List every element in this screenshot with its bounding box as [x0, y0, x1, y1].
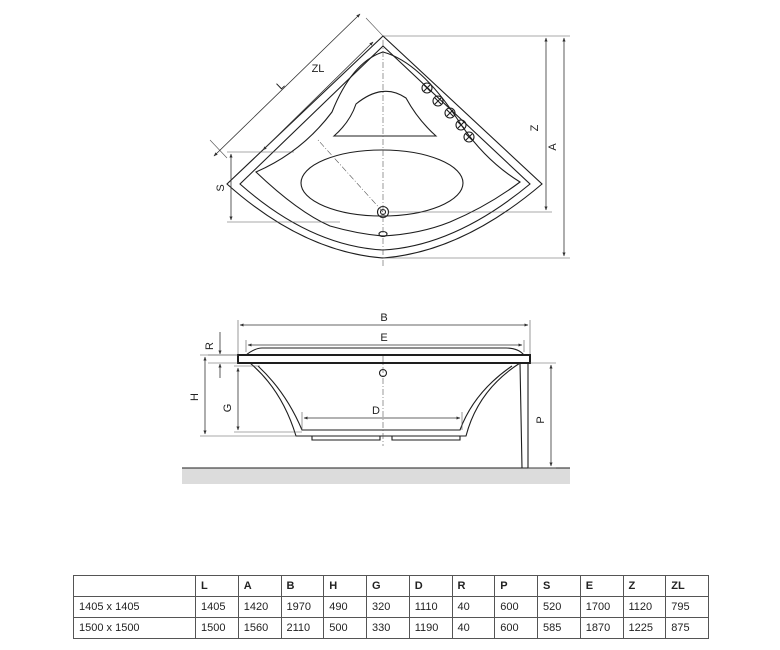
- table-cell: 1500: [195, 617, 239, 639]
- table-cell: 1870: [579, 617, 624, 639]
- dimensions-table: L A B H G D R P S E Z ZL 1405 x 1405 140…: [73, 575, 709, 639]
- table-cell: 1405: [195, 596, 239, 618]
- table-cell: 600: [494, 596, 538, 618]
- dim-line-ZL: [262, 41, 374, 151]
- dim-label-A: A: [547, 143, 559, 151]
- front-panel: [519, 362, 529, 469]
- table-cell: 600: [494, 617, 538, 639]
- table-cell: 1560: [237, 617, 282, 639]
- table-row: 1405 x 1405 1405 1420 1970 490 320 1110 …: [73, 596, 709, 618]
- column-header: ZL: [665, 575, 709, 597]
- column-header: Z: [622, 575, 667, 597]
- column-header: [73, 575, 196, 597]
- tub-feet: [311, 436, 461, 441]
- jet-icon: [421, 82, 433, 94]
- table-cell: 320: [366, 596, 410, 618]
- jet-icon: [463, 131, 475, 143]
- side-view: B E R H G D P: [182, 312, 570, 484]
- dim-label-D: D: [372, 405, 380, 417]
- column-header: H: [323, 575, 367, 597]
- column-header: G: [366, 575, 410, 597]
- dim-label-H: H: [189, 393, 201, 401]
- table-cell: 330: [366, 617, 410, 639]
- table-header-row: L A B H G D R P S E Z ZL: [73, 575, 709, 597]
- table-cell: 875: [665, 617, 709, 639]
- table-cell: 1970: [280, 596, 325, 618]
- table-cell: 1190: [408, 617, 453, 639]
- tub-outer-outline: [226, 35, 543, 259]
- headrest: [332, 90, 438, 137]
- table-cell: 40: [451, 617, 496, 639]
- column-header: R: [451, 575, 496, 597]
- table-cell: 1120: [622, 596, 667, 618]
- table-cell: 795: [665, 596, 709, 618]
- dim-label-ZL: ZL: [312, 63, 325, 75]
- column-header: B: [280, 575, 325, 597]
- tub-floor-oval: [300, 149, 464, 217]
- dim-label-G: G: [222, 404, 234, 413]
- dim-label-Z: Z: [529, 124, 541, 131]
- table-cell: 490: [323, 596, 367, 618]
- tub-rim-side: [237, 354, 531, 364]
- table-cell: 1225: [622, 617, 667, 639]
- column-header: P: [494, 575, 538, 597]
- dim-label-R: R: [204, 342, 216, 350]
- top-view: L ZL Z A S: [209, 13, 570, 268]
- table-cell: 520: [537, 596, 581, 618]
- bathtub-technical-drawing: L ZL Z A S: [182, 13, 570, 484]
- table-cell: 500: [323, 617, 367, 639]
- table-cell: 1420: [237, 596, 282, 618]
- table-cell: 2110: [280, 617, 325, 639]
- table-cell: 1405 x 1405: [73, 596, 196, 618]
- dim-label-S: S: [215, 184, 227, 191]
- floor: [182, 468, 570, 484]
- tub-basin-outline: [255, 51, 521, 237]
- table-cell: 1700: [579, 596, 624, 618]
- table-cell: 1110: [408, 596, 453, 618]
- tub-rim-inner: [239, 45, 531, 251]
- tub-body-profile: [249, 362, 521, 437]
- jet-icon: [444, 107, 456, 119]
- table-cell: 40: [451, 596, 496, 618]
- column-header: L: [195, 575, 239, 597]
- table-row: 1500 x 1500 1500 1560 2110 500 330 1190 …: [73, 617, 709, 639]
- column-header: E: [579, 575, 624, 597]
- column-header: A: [237, 575, 282, 597]
- column-header: S: [537, 575, 581, 597]
- dim-label-L: L: [275, 79, 288, 92]
- dim-line-L: [213, 13, 361, 157]
- dim-label-P: P: [535, 416, 547, 423]
- dim-label-E: E: [380, 332, 387, 344]
- table-cell: 585: [537, 617, 581, 639]
- column-header: D: [408, 575, 453, 597]
- jet-icon: [432, 95, 444, 107]
- massage-jets: [421, 82, 475, 143]
- jet-icon: [455, 119, 467, 131]
- table-cell: 1500 x 1500: [73, 617, 196, 639]
- dim-label-B: B: [380, 312, 387, 324]
